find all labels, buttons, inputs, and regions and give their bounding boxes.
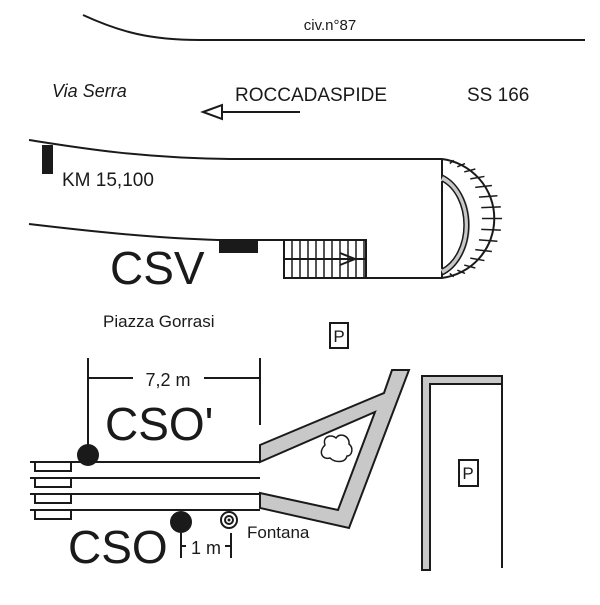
spiral-step [475, 184, 492, 189]
street-name-via-serra: Via Serra [52, 81, 127, 101]
spiral-step [481, 228, 501, 231]
parking-area: P [421, 375, 503, 571]
spiral-step [457, 269, 466, 275]
tree-icon [320, 434, 353, 463]
fountain-label: Fontana [247, 523, 310, 542]
spiral-step [464, 264, 476, 269]
parking-icon: P [333, 327, 344, 346]
direction-label: ROCCADASPIDE [235, 85, 387, 106]
parking-sign-top: P [329, 322, 349, 349]
dimension-long: 7,2 m [87, 358, 261, 450]
spiral-step [457, 162, 466, 168]
km-marker-label: KM 15,100 [62, 170, 154, 191]
cso-point-icon [170, 511, 192, 533]
spiral-staircase [440, 158, 502, 279]
road-edge-upper [28, 139, 442, 160]
parking-icon: P [462, 464, 473, 483]
fountain-icon [220, 511, 238, 529]
dimension-short: 1 m [180, 533, 232, 558]
road-edge-top [82, 14, 585, 41]
spiral-step [481, 206, 501, 209]
cso-label: CSO [68, 521, 168, 573]
stair-rails [30, 461, 260, 520]
piazza-name-label: Piazza Gorrasi [103, 312, 214, 331]
flower-bed [259, 369, 411, 530]
cso-prime-label: CSO' [105, 398, 213, 450]
km-marker-post-icon [42, 145, 53, 174]
spiral-step [475, 248, 492, 253]
spiral-step [464, 168, 476, 173]
spiral-step [449, 272, 455, 278]
cso-prime-point-icon [77, 444, 99, 466]
distance-long-label: 7,2 m [145, 370, 190, 390]
road-edge-lower [28, 223, 283, 241]
civic-number-label: civ.n°87 [304, 17, 356, 34]
spiral-step [449, 159, 455, 165]
spiral-step [478, 239, 498, 243]
road-name-ss166: SS 166 [467, 85, 529, 106]
spiral-step [470, 175, 485, 180]
straight-staircase [283, 239, 367, 279]
csv-device-marker-icon [219, 240, 258, 253]
spiral-step [470, 257, 485, 262]
spiral-step [478, 194, 498, 198]
distance-short-label: 1 m [191, 538, 221, 558]
direction-arrow-icon [200, 103, 300, 121]
csv-label: CSV [110, 242, 205, 294]
